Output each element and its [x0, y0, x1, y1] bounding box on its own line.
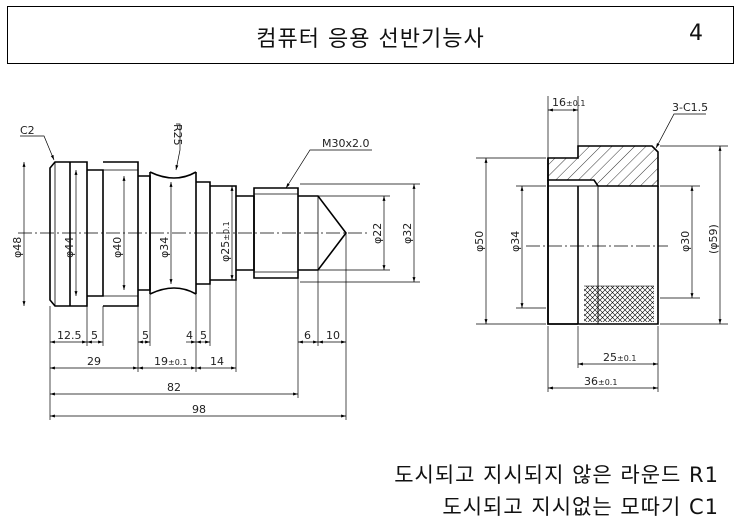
len-5b-label: 5: [142, 329, 149, 342]
title-block: 컴퓨터 응용 선반기능사 4: [7, 6, 734, 64]
dia-44-label: φ44: [63, 237, 76, 258]
len-10-label: 10: [326, 329, 340, 342]
dia-34-sleeve-label: φ34: [509, 231, 522, 252]
shaft-view: [18, 161, 368, 307]
shaft-labels: C2 R25 M30x2.0 φ48 φ44 φ40 φ34 φ25±0.1 φ…: [11, 124, 414, 416]
dia-30-label: φ30: [679, 231, 692, 252]
drawing-number: 4: [689, 21, 703, 46]
dia-59-label: (φ59): [707, 224, 720, 254]
dia-50-label: φ50: [473, 231, 486, 252]
radius-r25-label: R25: [171, 124, 184, 146]
sleeve-view: [526, 145, 668, 325]
len-5a-label: 5: [91, 329, 98, 342]
chamfer-3c1-5-label: 3-C1.5: [672, 101, 708, 114]
drawing-title: 컴퓨터 응용 선반기능사: [256, 27, 485, 52]
dia-22-label: φ22: [371, 223, 384, 244]
dia-40-label: φ40: [111, 237, 124, 258]
dia-34-label: φ34: [158, 237, 171, 258]
sleeve-dimensions: [476, 96, 728, 392]
shaft-dimensions: [20, 123, 420, 420]
dia-32-label: φ32: [401, 223, 414, 244]
len-25-label: 25±0.1: [603, 351, 636, 364]
note-chamfer: 도시되고 지시없는 모따기 C1: [442, 495, 719, 519]
dia-48-label: φ48: [11, 237, 24, 258]
len-4-label: 4: [186, 329, 193, 342]
len-14-label: 14: [210, 355, 224, 368]
len-16-label: 16±0.1: [552, 96, 585, 109]
len-12-5-label: 12.5: [57, 329, 82, 342]
len-36-label: 36±0.1: [584, 375, 617, 388]
thread-label: M30x2.0: [322, 137, 370, 150]
len-29-label: 29: [87, 355, 101, 368]
len-5c-label: 5: [200, 329, 207, 342]
note-round: 도시되고 지시되지 않은 라운드 R1: [394, 463, 719, 487]
len-98-label: 98: [192, 403, 206, 416]
len-19-label: 19±0.1: [154, 355, 187, 368]
len-6-label: 6: [304, 329, 311, 342]
dia-25-label: φ25±0.1: [219, 221, 232, 262]
sleeve-labels: 16±0.1 3-C1.5 φ50 φ34 φ30 (φ59) 25±0.1 3…: [473, 96, 720, 388]
len-82-label: 82: [167, 381, 181, 394]
chamfer-c2-label: C2: [20, 124, 35, 137]
